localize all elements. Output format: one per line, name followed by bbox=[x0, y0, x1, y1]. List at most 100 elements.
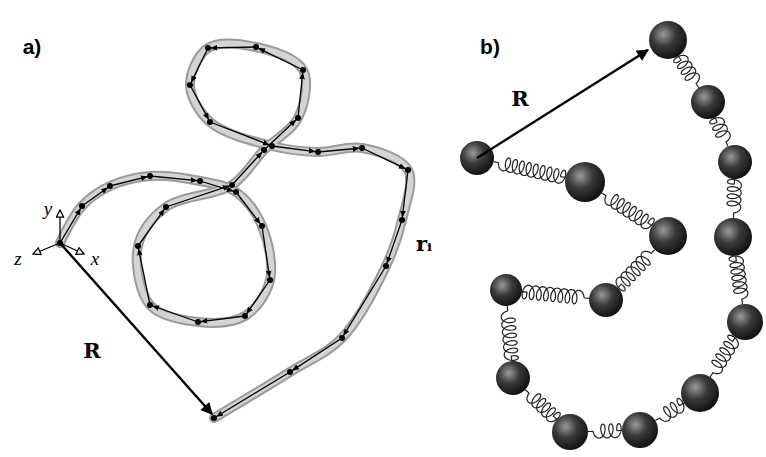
bond-vector bbox=[247, 280, 270, 314]
bond-vector bbox=[217, 372, 290, 416]
bond-vector bbox=[210, 122, 269, 145]
joint-dot bbox=[315, 149, 321, 155]
axis-arrow bbox=[59, 210, 60, 243]
bond-vector bbox=[138, 209, 164, 246]
axis-arrow bbox=[33, 243, 60, 254]
bond-vector bbox=[191, 48, 208, 82]
spring bbox=[525, 390, 560, 422]
bond-vector bbox=[166, 186, 229, 207]
end-to-end-vector bbox=[60, 243, 212, 414]
bond-vector bbox=[318, 148, 359, 152]
bond-vector bbox=[110, 177, 147, 186]
bond-vector bbox=[236, 192, 260, 224]
vector-label: rᵢ bbox=[416, 233, 432, 254]
panel-label: a) bbox=[23, 36, 42, 57]
joint-dot bbox=[267, 277, 273, 283]
axis-label: x bbox=[91, 249, 99, 268]
joint-dot bbox=[242, 313, 248, 319]
bond-vector bbox=[201, 316, 245, 322]
bond-vector bbox=[60, 209, 80, 243]
joint-dot bbox=[211, 415, 217, 421]
joint-dot bbox=[207, 119, 213, 125]
joint-dot bbox=[195, 319, 201, 325]
bead bbox=[552, 414, 588, 450]
bead bbox=[649, 21, 687, 59]
joint-dot bbox=[300, 67, 306, 73]
spring bbox=[602, 193, 654, 229]
joint-dot bbox=[233, 189, 239, 195]
axis-arrow bbox=[60, 243, 84, 254]
joint-dot bbox=[107, 183, 113, 189]
bond-vector bbox=[139, 249, 150, 305]
bond-vector bbox=[82, 188, 108, 206]
spring bbox=[616, 250, 655, 291]
bead bbox=[622, 412, 658, 448]
bead bbox=[490, 274, 522, 306]
bond-vector bbox=[211, 46, 256, 48]
bond-vector bbox=[387, 220, 402, 263]
bead bbox=[589, 283, 623, 317]
joint-dot bbox=[405, 167, 411, 173]
joint-dot bbox=[295, 115, 301, 121]
bond-vector bbox=[293, 338, 342, 370]
spring bbox=[729, 256, 748, 304]
joint-dot bbox=[399, 217, 405, 223]
bond-vector bbox=[298, 73, 303, 118]
joint-dot bbox=[79, 203, 85, 209]
bond-vector bbox=[262, 226, 270, 277]
joint-dot bbox=[147, 302, 153, 308]
bead bbox=[691, 85, 725, 119]
bond-vector bbox=[272, 146, 315, 152]
tube-fill bbox=[60, 44, 410, 418]
axis-label: y bbox=[44, 199, 52, 218]
spring bbox=[501, 306, 518, 361]
bead bbox=[649, 217, 687, 255]
chain-contour bbox=[33, 44, 411, 421]
bond-vector bbox=[402, 170, 408, 217]
joint-dot bbox=[187, 82, 193, 88]
bond-vector bbox=[344, 266, 386, 335]
vector-label: R bbox=[511, 88, 528, 109]
joint-dot bbox=[287, 369, 293, 375]
bond-vector bbox=[259, 48, 303, 70]
joint-dot bbox=[163, 204, 169, 210]
spring bbox=[588, 424, 622, 439]
joint-dot bbox=[269, 143, 275, 149]
joint-dot bbox=[229, 182, 235, 188]
spring bbox=[674, 55, 700, 87]
joint-dot bbox=[197, 178, 203, 184]
bond-vector bbox=[264, 120, 296, 150]
joint-dot bbox=[261, 147, 267, 153]
bead bbox=[681, 374, 719, 412]
spring bbox=[727, 179, 741, 218]
tube-outline bbox=[60, 44, 410, 418]
spring bbox=[710, 118, 731, 147]
bead bbox=[496, 361, 530, 395]
joint-dot bbox=[135, 243, 141, 249]
vector-label: R bbox=[83, 340, 100, 361]
bond-vector bbox=[362, 148, 405, 169]
joint-dot bbox=[147, 173, 153, 179]
end-to-end-vector bbox=[477, 50, 648, 158]
joint-dot bbox=[383, 263, 389, 269]
joint-dot bbox=[339, 335, 345, 341]
spring bbox=[494, 158, 566, 183]
joint-dot bbox=[205, 45, 211, 51]
joint-dot bbox=[259, 223, 265, 229]
spring bbox=[655, 398, 684, 421]
spring bbox=[710, 335, 738, 377]
bead bbox=[714, 218, 752, 256]
bead bbox=[565, 162, 605, 202]
bead bbox=[727, 304, 763, 340]
spring bbox=[522, 285, 589, 304]
bead-spring-chain bbox=[460, 21, 763, 450]
joint-dot bbox=[359, 145, 365, 151]
axis-label: z bbox=[14, 249, 21, 268]
bond-vector bbox=[190, 85, 209, 119]
panel-label: b) bbox=[480, 36, 500, 57]
bead bbox=[718, 145, 752, 179]
bond-vector bbox=[153, 306, 198, 322]
joint-dot bbox=[253, 44, 259, 50]
bond-vector bbox=[150, 176, 197, 181]
